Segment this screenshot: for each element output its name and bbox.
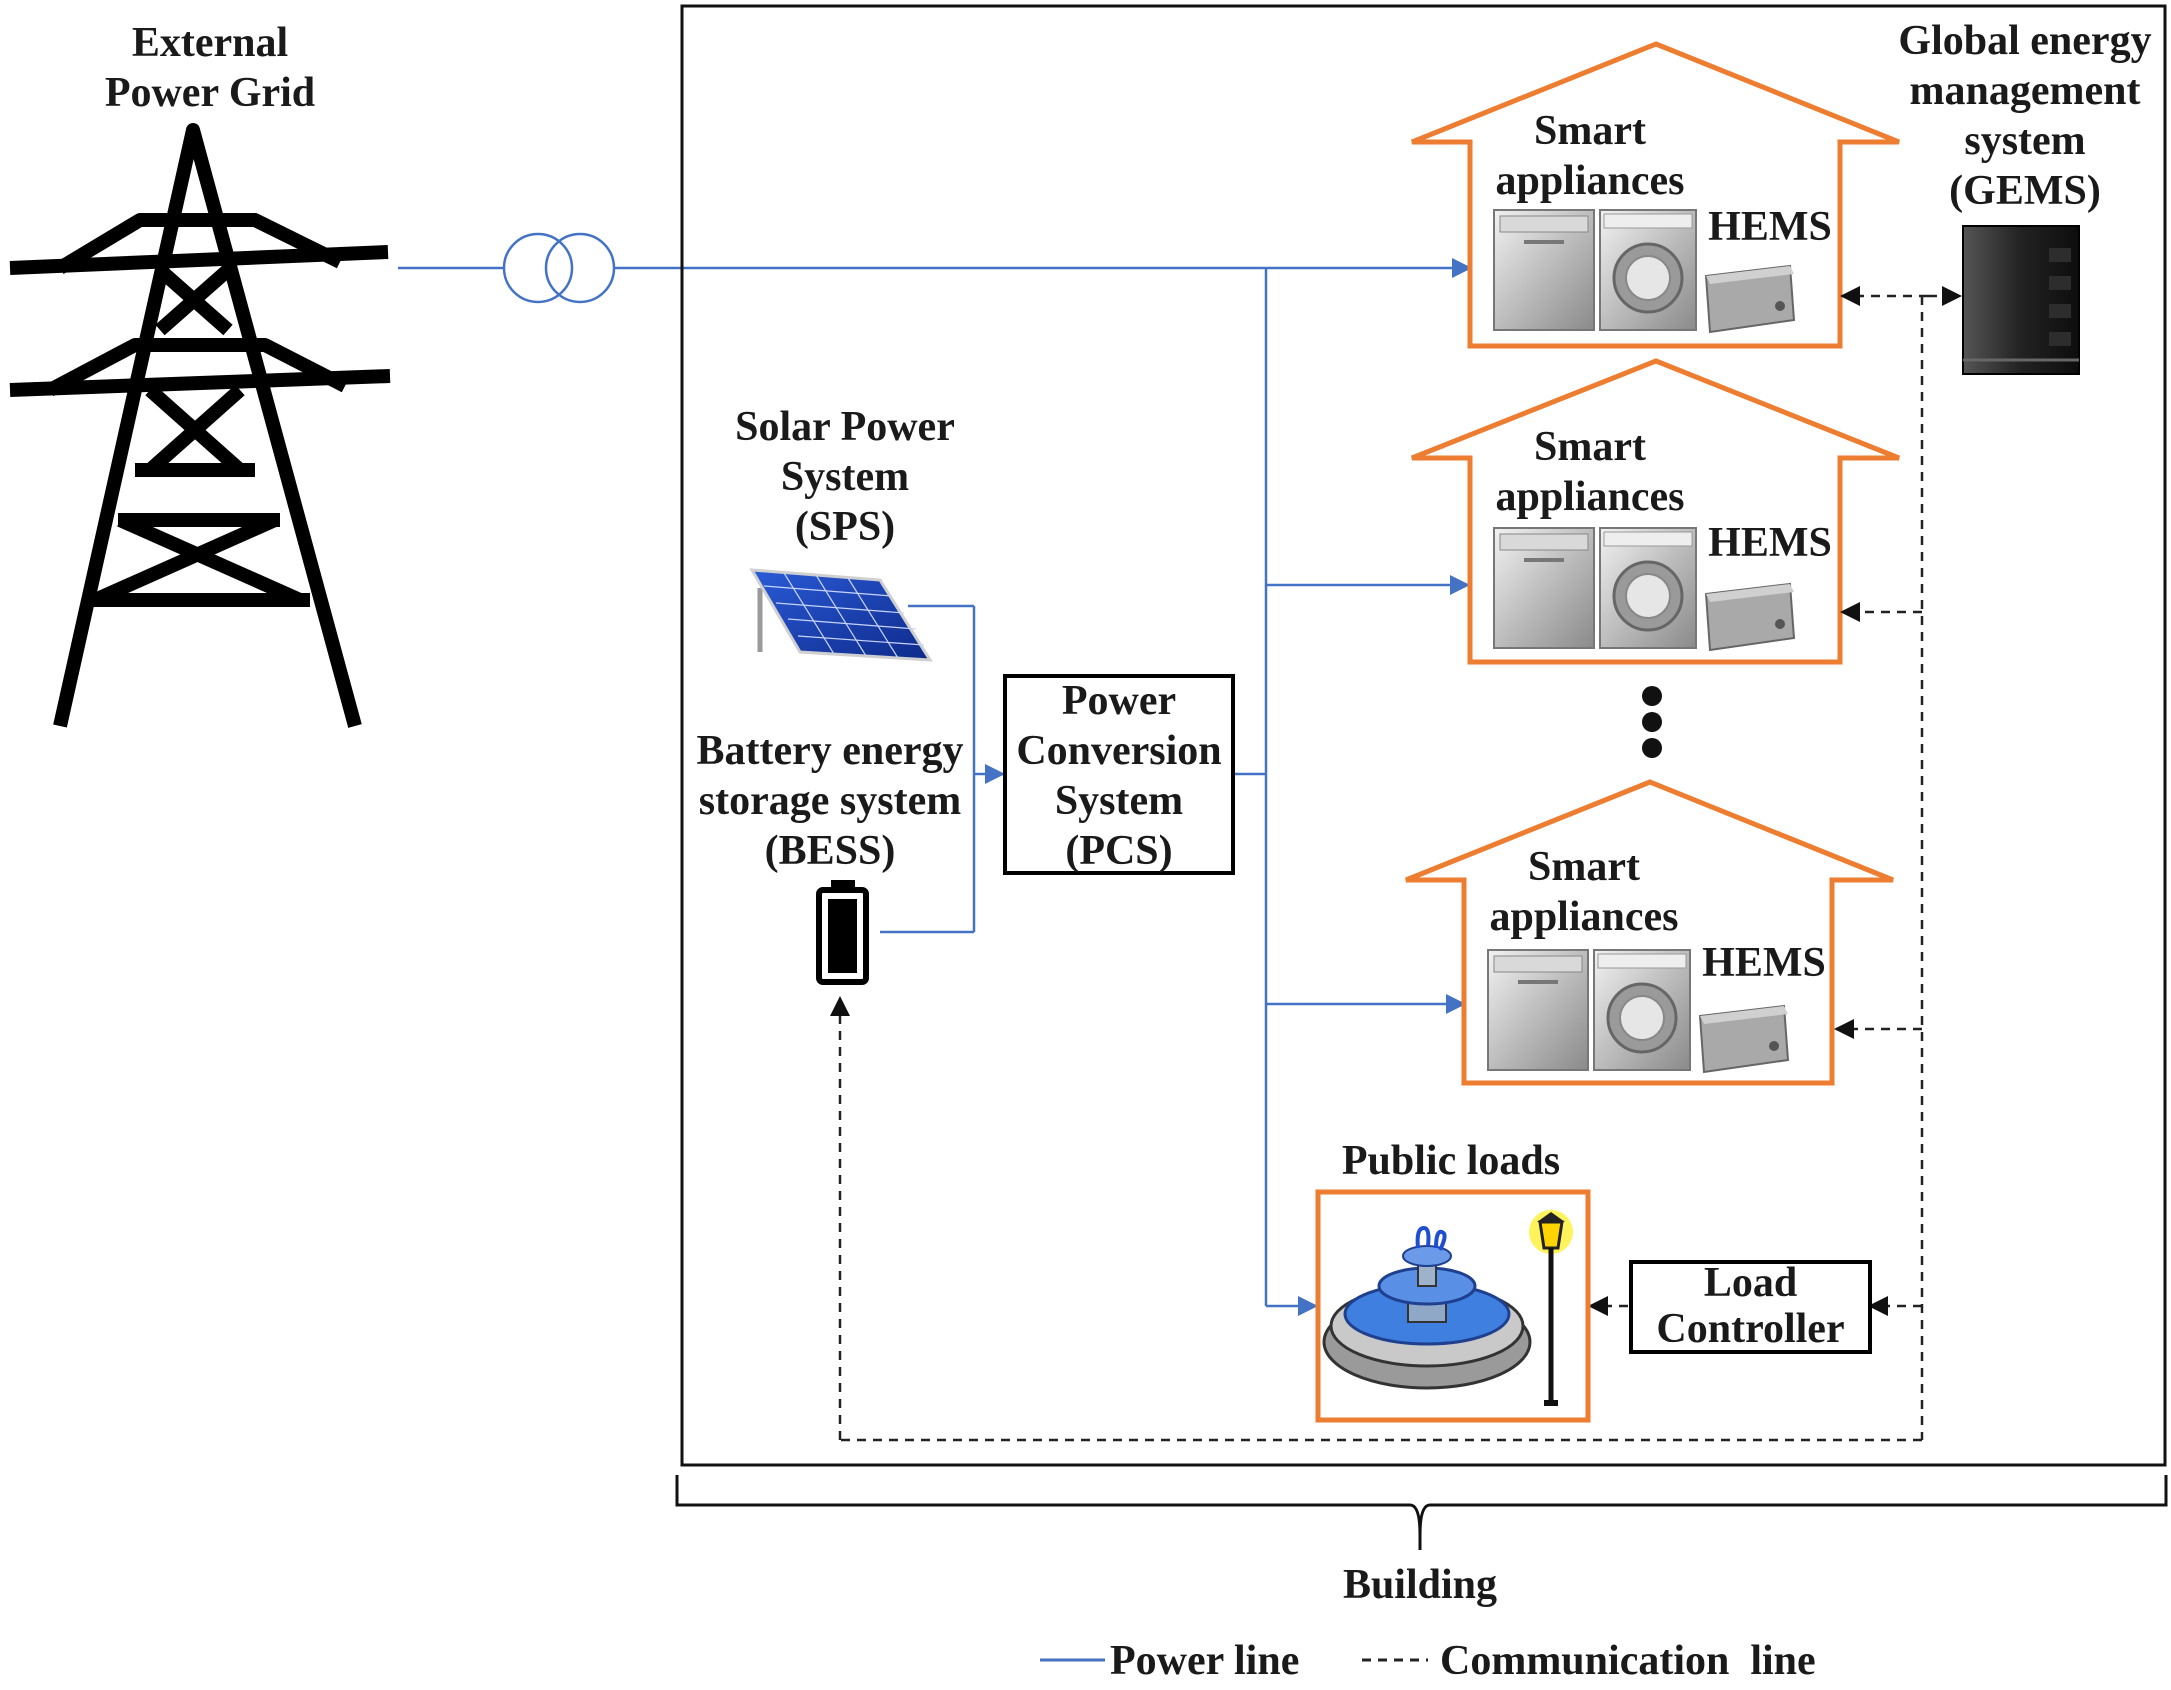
main-power-line [398, 232, 1472, 1316]
house-3-label: Smart appliances [1474, 842, 1694, 942]
building-brace [675, 1475, 2168, 1550]
gems-line2: management [1909, 68, 2141, 114]
building-frame [680, 4, 2167, 1467]
gems-server-icon [1962, 225, 2080, 375]
house-1-line1: Smart [1534, 108, 1646, 154]
house-3-line1: Smart [1528, 844, 1640, 890]
house-outline-1 [1411, 41, 1900, 349]
house-1-line2: appliances [1495, 158, 1685, 204]
bess-line1: Battery energy [696, 728, 964, 774]
house-2-label: Smart appliances [1480, 422, 1700, 522]
fountain-icon [1322, 1225, 1532, 1390]
sps-line2: System [780, 454, 910, 500]
pcs-line3: System [1054, 778, 1184, 824]
sps-line3: (SPS) [794, 504, 896, 550]
legend-power-label: Power line [1110, 1638, 1300, 1684]
house-3-hems: HEMS [1702, 940, 1826, 986]
house-2-line1: Smart [1534, 424, 1646, 470]
house-outline-3 [1405, 779, 1894, 1086]
house-outline-2 [1411, 358, 1900, 665]
transformer-coil-right [544, 232, 616, 304]
grid-label: External Power Grid [90, 18, 330, 118]
legend-comm-label: Communication line [1440, 1638, 1816, 1684]
house-3-line2: appliances [1489, 894, 1679, 940]
house-2-line2: appliances [1495, 474, 1685, 520]
gems-line1: Global energy [1898, 18, 2152, 64]
house-2-hems: HEMS [1708, 520, 1832, 566]
solar-panel-icon [749, 568, 933, 662]
building-label: Building [1342, 1562, 1498, 1608]
bess-line3: (BESS) [764, 828, 896, 874]
house-1-label: Smart appliances [1480, 106, 1700, 206]
pcs-label: Power Conversion System (PCS) [1005, 676, 1233, 876]
pcs-box [1003, 674, 1235, 875]
transmission-tower-icon [9, 123, 391, 728]
communication-lines [830, 286, 1962, 1442]
battery-icon [816, 880, 869, 985]
gems-line4: (GEMS) [1949, 168, 2101, 214]
load-controller-box [1629, 1260, 1872, 1354]
load-controller-line1: Load [1703, 1260, 1798, 1306]
ellipsis-dots [1642, 686, 1662, 758]
pcs-line1: Power [1061, 678, 1177, 724]
bess-label: Battery energy storage system (BESS) [680, 726, 980, 876]
sps-label: Solar Power System (SPS) [705, 402, 985, 552]
transformer-coil-left [502, 232, 574, 304]
pcs-line4: (PCS) [1065, 828, 1173, 874]
sps-line1: Solar Power [735, 404, 955, 450]
public-loads-title: Public loads [1341, 1138, 1561, 1184]
bess-line2: storage system [698, 778, 962, 824]
pcs-line2: Conversion [1016, 728, 1222, 774]
load-controller-label: Load Controller [1631, 1260, 1870, 1352]
load-controller-line2: Controller [1656, 1306, 1845, 1352]
gems-label: Global energy management system (GEMS) [1880, 16, 2170, 216]
street-lamp-icon [1529, 1210, 1573, 1406]
house-1-hems: HEMS [1708, 204, 1832, 250]
grid-label-line1: External [131, 20, 289, 66]
gems-line3: system [1964, 118, 2086, 164]
grid-label-line2: Power Grid [104, 70, 316, 116]
